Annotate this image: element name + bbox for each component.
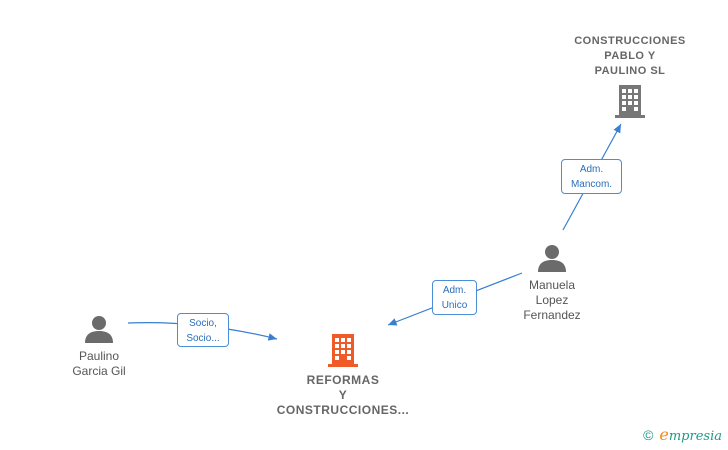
person-manuela-label: Manuela Lopez Fernandez <box>523 278 581 322</box>
edge-label-adm-mancom[interactable]: Adm. Mancom. <box>561 159 622 194</box>
company-main-label: REFORMAS Y CONSTRUCCIONES... <box>276 373 410 417</box>
building-icon <box>328 334 358 367</box>
edge-label-socio[interactable]: Socio, Socio... <box>177 313 229 347</box>
person-icon <box>538 245 566 272</box>
person-paulino-label: Paulino Garcia Gil <box>72 349 126 378</box>
footer-brand: © empresia <box>643 425 722 444</box>
company-node-top[interactable]: CONSTRUCCIONES PABLO Y PAULINO SL <box>560 34 700 124</box>
company-top-label: CONSTRUCCIONES PABLO Y PAULINO SL <box>574 35 686 77</box>
edge-label-adm-unico[interactable]: Adm. Unico <box>432 280 477 315</box>
company-node-main[interactable]: REFORMAS Y CONSTRUCCIONES... <box>262 332 424 418</box>
person-node-manuela[interactable]: Manuela Lopez Fernandez <box>512 243 592 323</box>
copyright-symbol: © <box>643 426 654 443</box>
person-icon <box>85 316 113 343</box>
person-node-paulino[interactable]: Paulino Garcia Gil <box>59 314 139 379</box>
brand-logo: empresia <box>659 425 722 444</box>
building-icon <box>615 85 645 118</box>
